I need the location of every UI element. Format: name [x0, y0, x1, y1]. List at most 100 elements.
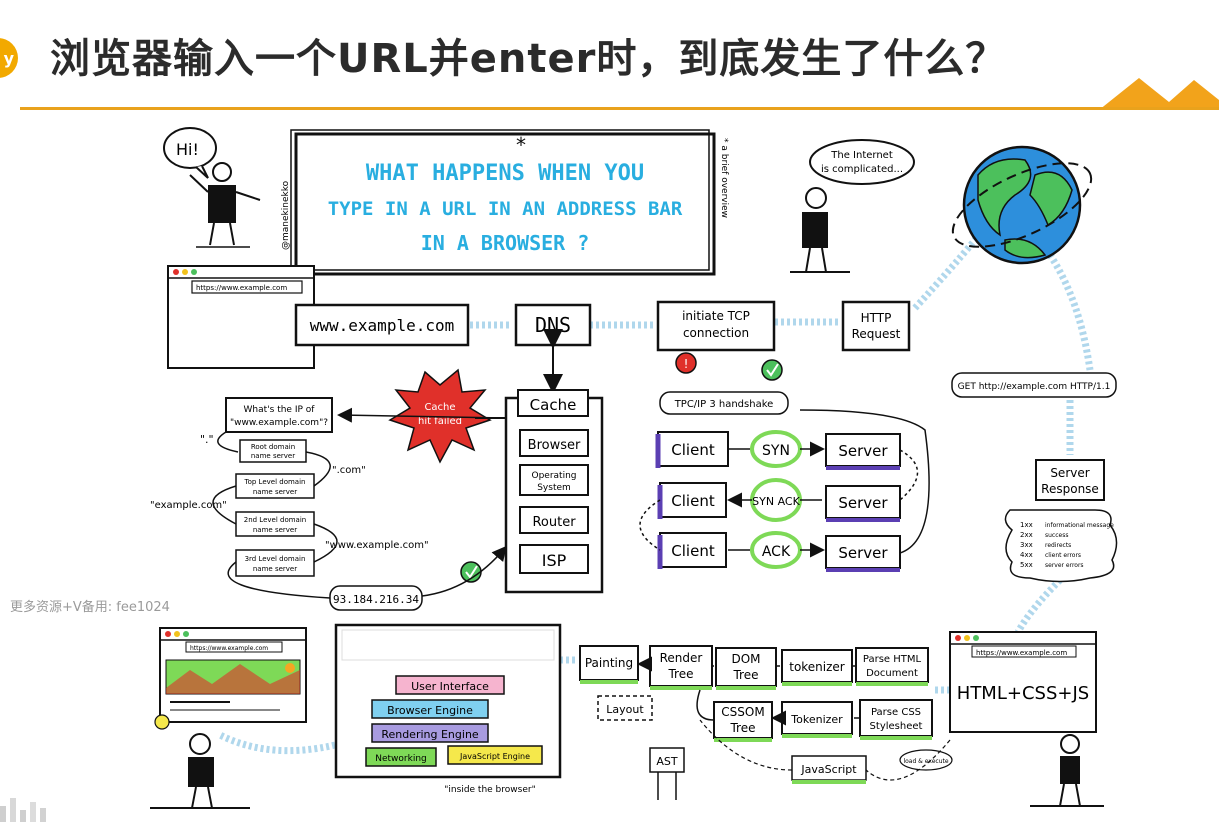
- response-window: https://www.example.com HTML+CSS+JS: [949, 631, 1097, 733]
- poster-title-box: WHAT HAPPENS WHEN YOU TYPE IN A URL IN A…: [281, 129, 729, 276]
- inside-browser-caption: "inside the browser": [444, 785, 535, 795]
- http-request-line-2: Request: [852, 327, 901, 341]
- slide-title: 浏览器输入一个URL并enter时，到底发生了什么？: [50, 36, 1007, 82]
- stick-figure-bottom-right: [1030, 734, 1104, 807]
- status-desc-4xx: client errors: [1045, 552, 1081, 559]
- poster-title-star: *: [516, 133, 526, 157]
- status-desc-1xx: informational message: [1045, 522, 1114, 529]
- ast-label: AST: [656, 755, 678, 768]
- url-box-text: www.example.com: [310, 316, 455, 335]
- author-handle: @manekinekko: [281, 180, 291, 250]
- handshake-client-1: Client: [671, 441, 715, 459]
- router-cache-label: Router: [532, 515, 576, 530]
- root-server-2: name server: [251, 452, 295, 460]
- stick-figure-hi: Hi!: [163, 127, 261, 248]
- isp-cache-label: ISP: [542, 551, 567, 570]
- globe-icon: [951, 145, 1093, 265]
- cache-star-line-1: Cache: [424, 402, 455, 413]
- status-code-2xx: 2xx: [1020, 531, 1033, 539]
- poster-title-line-1: WHAT HAPPENS WHEN YOU: [366, 161, 644, 186]
- com-label: ".com": [332, 465, 366, 476]
- os-cache-label-2: System: [537, 483, 571, 493]
- response-window-url: https://www.example.com: [976, 649, 1067, 657]
- cssom-tree-1: CSSOM: [721, 705, 764, 719]
- resolver-question-1: What's the IP of: [244, 405, 316, 415]
- resolved-ip: 93.184.216.34: [333, 593, 419, 606]
- handshake-signal-3: ACK: [762, 544, 791, 560]
- third-server-2: name server: [253, 565, 297, 573]
- cache-star-line-2: hit failed: [418, 416, 462, 427]
- svg-text:!: !: [684, 357, 689, 371]
- watermark-text: 更多资源+V备用: fee1024: [10, 600, 170, 615]
- parse-html-2: Document: [866, 668, 918, 679]
- html-css-js-label: HTML+CSS+JS: [957, 683, 1089, 704]
- handshake-client-3: Client: [671, 542, 715, 560]
- url-flow-diagram: Hi! WHAT HAPPENS WHEN YOU TYPE IN A URL …: [150, 127, 1118, 809]
- rendering-pipeline: Painting Render Tree DOM Tree tokenizer …: [579, 645, 953, 800]
- root-server-1: Root domain: [251, 443, 295, 451]
- render-tree-1: Render: [660, 651, 703, 665]
- handshake-server-1: Server: [838, 442, 888, 460]
- handshake-row-2: Client SYN ACK Server: [657, 478, 901, 522]
- networking-layer: Networking: [375, 754, 427, 764]
- second-server-1: 2nd Level domain: [244, 516, 306, 524]
- example-label: "example.com": [150, 500, 227, 511]
- handshake-signal-1: SYN: [762, 443, 790, 459]
- dns-resolver-chain: What's the IP of "www.example.com"? "." …: [150, 397, 507, 611]
- tokenizer-label: tokenizer: [789, 660, 845, 674]
- os-cache-label-1: Operating: [532, 471, 577, 481]
- tld-server-1: Top Level domain: [244, 478, 306, 486]
- get-request-line: GET http://example.com HTTP/1.1: [958, 382, 1111, 392]
- internet-bubble-line-2: is complicated...: [821, 164, 903, 175]
- cache-hit-failed-badge: Cache hit failed: [388, 368, 515, 464]
- painting-label: Painting: [585, 656, 633, 670]
- poster-title-line-3: IN A BROWSER ?: [421, 231, 590, 255]
- dom-tree-1: DOM: [731, 652, 760, 666]
- browser-window-address-bar: https://www.example.com: [167, 265, 315, 369]
- javascript-label: JavaScript: [800, 763, 857, 776]
- top-flow-row: www.example.com DNS initiate TCP connect…: [294, 300, 911, 394]
- layout-label: Layout: [606, 703, 644, 716]
- tcp-box-line-2: connection: [683, 326, 749, 340]
- cssom-tree-2: Tree: [729, 721, 755, 735]
- third-server-1: 3rd Level domain: [245, 555, 306, 563]
- handshake-server-2: Server: [838, 494, 888, 512]
- cache-label: Cache: [530, 396, 577, 414]
- address-bar-url: https://www.example.com: [196, 284, 287, 292]
- handshake-server-3: Server: [838, 544, 888, 562]
- handshake-client-2: Client: [671, 492, 715, 510]
- ui-layer: User Interface: [411, 680, 489, 693]
- http-request-line-1: HTTP: [861, 311, 892, 325]
- server-response-1: Server: [1050, 466, 1089, 480]
- data-streams: [218, 237, 1094, 755]
- rendered-window-url: https://www.example.com: [190, 645, 268, 652]
- footer-decoration: [0, 798, 46, 822]
- parse-css-1: Parse CSS: [871, 707, 921, 718]
- corner-mountain-decoration: [1099, 78, 1219, 110]
- rendered-page-window: https://www.example.com: [159, 627, 307, 723]
- js-engine-layer: JavaScript Engine: [459, 752, 530, 761]
- status-code-list: 1xx informational message 2xx success 3x…: [1020, 521, 1114, 569]
- tokenizer2-label: Tokenizer: [790, 713, 843, 726]
- status-code-4xx: 4xx: [1020, 551, 1033, 559]
- browser-cache-label: Browser: [528, 438, 581, 453]
- hi-text: Hi!: [176, 140, 199, 159]
- tld-server-2: name server: [253, 488, 297, 496]
- http-exchange: GET http://example.com HTTP/1.1 Server R…: [951, 372, 1118, 583]
- status-code-1xx: 1xx: [1020, 521, 1033, 529]
- browser-engine-layer: Browser Engine: [387, 704, 473, 717]
- resolver-question-2: "www.example.com"?: [230, 418, 328, 428]
- poster-title-line-2: TYPE IN A URL IN AN ADDRESS BAR: [328, 198, 683, 220]
- www-label: "www.example.com": [325, 540, 429, 551]
- load-execute-label: load & execute: [903, 758, 948, 765]
- rendering-engine-layer: Rendering Engine: [381, 728, 479, 741]
- title-underline: [20, 107, 1219, 110]
- dns-box-text: DNS: [535, 313, 571, 337]
- status-desc-5xx: server errors: [1045, 562, 1084, 569]
- inside-the-browser: User Interface Browser Engine Rendering …: [334, 623, 562, 795]
- root-label: ".": [200, 433, 214, 446]
- side-note: * a brief overview: [719, 138, 729, 218]
- stick-figure-internet: The Internet is complicated...: [790, 139, 915, 273]
- handshake-row-3: Client ACK Server: [657, 531, 901, 572]
- stick-figure-bottom-left: [150, 714, 250, 809]
